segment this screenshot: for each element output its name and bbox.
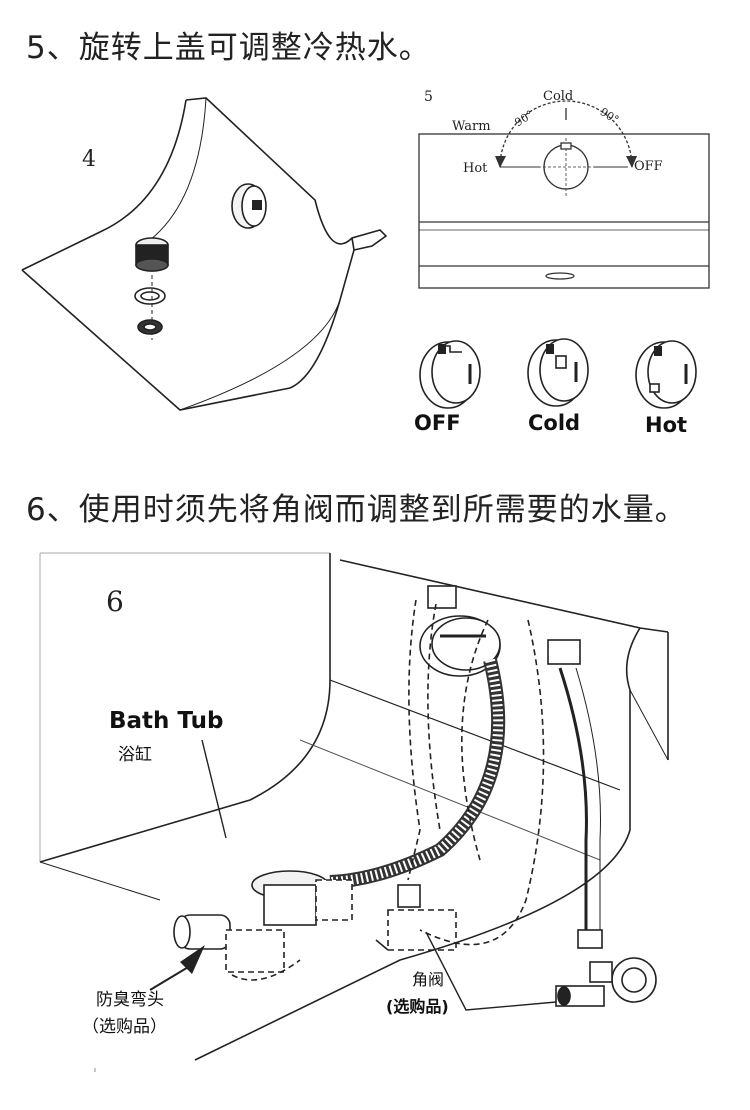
step5-heading: 5、旋转上盖可调整冷热水。 (26, 30, 431, 66)
figure-5: 5 Cold Warm Hot OFF 90° 90° (418, 89, 710, 289)
dial-angle-right: 90° (598, 105, 621, 126)
knob-off (419, 340, 481, 409)
knob-cold-label: Cold (528, 411, 580, 435)
trap-label: 防臭弯头 (96, 990, 164, 1010)
knob-hot-label: Hot (645, 413, 687, 437)
trap-note: （选购品） (82, 1017, 167, 1037)
valve-note: (选购品) (386, 997, 449, 1016)
figure-4: 4 (21, 97, 388, 411)
valve-label: 角阀 (412, 970, 444, 989)
figure-6: 6 (39, 552, 669, 1072)
dial-off-label: OFF (634, 159, 663, 174)
dial-hot-label: Hot (463, 161, 488, 176)
dial-angle-left: 90° (512, 108, 535, 129)
dial-warm-label: Warm (452, 119, 491, 134)
step6-heading: 6、使用时须先将角阀而调整到所需要的水量。 (26, 492, 687, 528)
dial-cold-label: Cold (543, 89, 573, 104)
figure-4-number: 4 (82, 147, 96, 172)
figure-5-number: 5 (424, 89, 433, 105)
bathtub-label-cn: 浴缸 (118, 744, 152, 765)
bathtub-label-en: Bath Tub (109, 708, 223, 734)
figure-6-number: 6 (106, 585, 124, 618)
knob-off-label: OFF (414, 411, 461, 435)
knob-hot (635, 340, 697, 409)
knob-cold (527, 338, 589, 407)
